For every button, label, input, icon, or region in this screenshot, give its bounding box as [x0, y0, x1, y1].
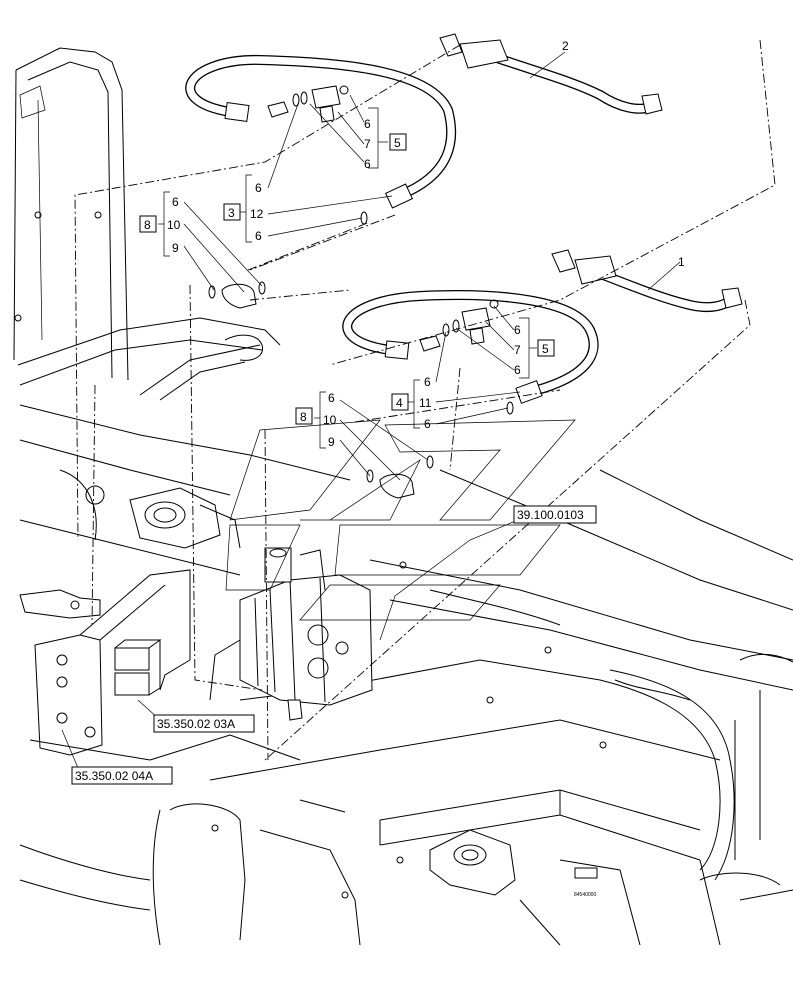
hose-assembly-lower	[342, 290, 599, 404]
elbow-fitting-upper	[208, 281, 266, 309]
callout-item-8: 8	[300, 410, 307, 424]
phantom-lines	[74, 39, 776, 761]
callout-item-11: 11	[419, 396, 432, 410]
callout-item-6: 6	[255, 229, 262, 243]
tee-fitting-upper	[292, 85, 349, 123]
callout-item-4: 4	[396, 396, 403, 410]
reference-39-100-0103: 39.100.0103	[517, 508, 584, 522]
callout-box-5	[389, 133, 407, 151]
reference-box-35-350-02-03a	[153, 714, 255, 733]
hose-item-2	[439, 33, 663, 115]
callout-item-5: 5	[542, 342, 549, 356]
tractor-frame	[13, 47, 793, 946]
callout-item-6: 6	[424, 375, 431, 389]
callout-item-7: 7	[514, 343, 521, 357]
reference-labels: 39.100.0103 35.350.02 03A 35.350.02 04A	[71, 505, 597, 785]
callout-item-6: 6	[364, 117, 371, 131]
hose-assembly-upper	[185, 54, 457, 209]
callout-item-9: 9	[172, 241, 179, 255]
callout-box-8	[139, 215, 157, 233]
callout-item-6: 6	[328, 391, 335, 405]
callout-item-6: 6	[514, 323, 521, 337]
callout-box-8	[295, 407, 313, 425]
callout-item-7: 7	[364, 137, 371, 151]
control-valve-block	[209, 547, 373, 721]
callout-item-1: 1	[678, 255, 685, 269]
drawing-stamp: 84540000	[574, 892, 596, 898]
callout-item-6: 6	[172, 195, 179, 209]
tee-fitting-lower	[442, 299, 499, 345]
callout-item-12: 12	[250, 207, 264, 221]
callout-item-9: 9	[328, 435, 335, 449]
callout-item-10: 10	[167, 218, 181, 232]
reference-35-350-02-04a: 35.350.02 04A	[75, 769, 153, 783]
elbow-fitting-lower	[366, 455, 434, 499]
callout-item-5: 5	[394, 136, 401, 150]
hose-item-1	[551, 249, 743, 313]
callout-item-10: 10	[323, 413, 337, 427]
callout-item-6: 6	[255, 181, 262, 195]
callout-labels: 2 1 6 7 6 5 6 12 6 3 6 10 9 8 6 7 6 5 6 …	[139, 39, 685, 449]
callout-item-6: 6	[424, 417, 431, 431]
callout-item-2: 2	[562, 39, 569, 53]
callout-item-8: 8	[144, 218, 151, 232]
callout-box-5	[537, 339, 555, 357]
reference-35-350-02-03a: 35.350.02 03A	[157, 717, 235, 731]
reference-box-35-350-02-04a	[71, 766, 173, 785]
callout-box-4	[391, 393, 409, 411]
callout-box-3	[223, 203, 241, 221]
leader-lines	[61, 51, 681, 769]
watermark-logo	[225, 419, 576, 621]
reference-box-39-100-0103	[513, 505, 597, 524]
callout-item-6: 6	[364, 157, 371, 171]
callout-item-6: 6	[514, 363, 521, 377]
callout-item-3: 3	[228, 206, 235, 220]
